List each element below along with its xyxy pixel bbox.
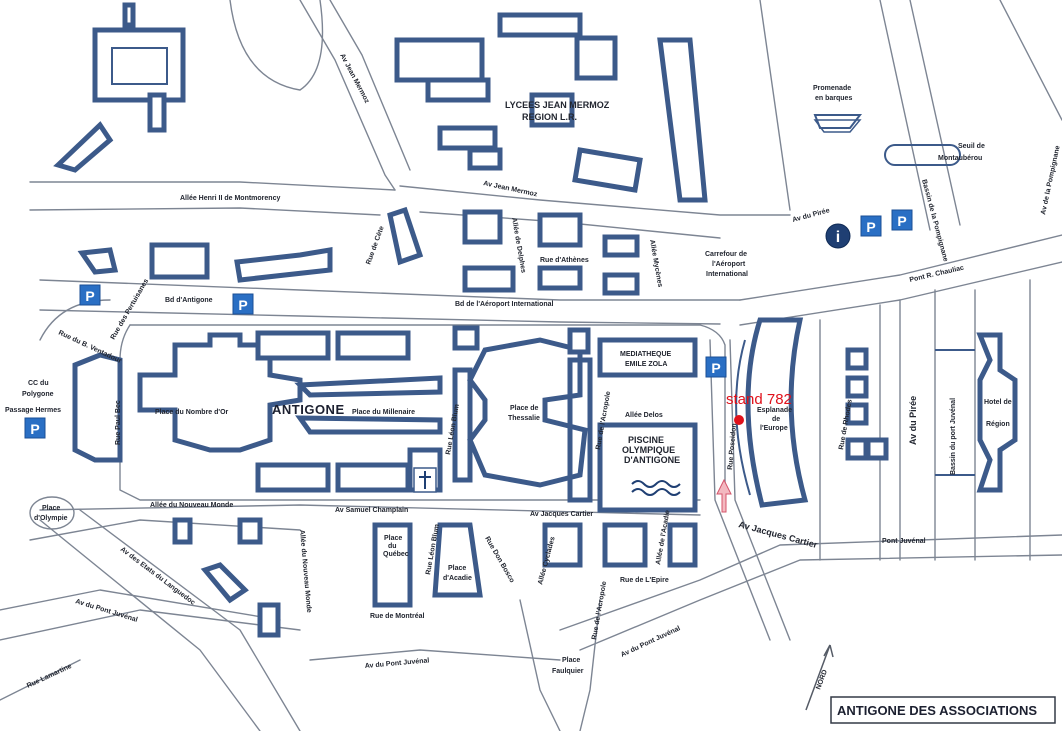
stand-marker[interactable]: stand 782 (726, 391, 792, 425)
label-carrefour-2: l'Aéroport (712, 261, 746, 268)
label-av-jacques-cartier-1: Av Jacques Cartier (530, 511, 593, 518)
label-rue-leon-blum: Rue Léon Blum (445, 404, 461, 456)
label-place-thessalie-2: Thessalie (508, 415, 540, 422)
label-bd-antigone: Bd d'Antigone (165, 297, 213, 304)
label-promenade-2: en barques (815, 95, 852, 102)
label-allee-delos: Allée Delos (625, 412, 663, 419)
label-seuil-2: Montaubérou (938, 155, 982, 162)
parking-label: P (711, 360, 720, 376)
label-cc-polygone-3: Passage Hermes (5, 407, 61, 414)
label-allee-delphes: Allée de Delphes (510, 217, 527, 273)
parking-icon[interactable]: P (705, 356, 727, 378)
label-mediatheque-1: MEDIATHEQUE (620, 351, 672, 358)
label-place-quebec-2: du (388, 543, 397, 550)
label-rue-montreal: Rue de Montréal (370, 613, 425, 620)
north-arrow: NORD (805, 644, 834, 711)
parking-icon[interactable]: P (860, 215, 882, 237)
label-allee-mycenes: Allée Mycènes (648, 239, 663, 288)
label-place-acadie-1: Place (448, 565, 466, 572)
label-av-pont-juvenal-2: Av du Pont Juvénal (365, 657, 430, 670)
parking-icon[interactable]: P (79, 284, 101, 306)
label-piscine-3: D'ANTIGONE (624, 455, 680, 465)
label-place-faulquier-2: Faulquier (552, 668, 584, 675)
label-bd-aeroport: Bd de l'Aéroport International (455, 301, 554, 308)
map-title: ANTIGONE DES ASSOCIATIONS (837, 703, 1037, 718)
parking-label: P (897, 213, 906, 229)
label-av-etats-languedoc: Av des Etats du Languedoc (119, 546, 196, 607)
parking-label: P (30, 421, 39, 437)
label-esplanade-2: de (772, 416, 780, 423)
boat-icon (813, 119, 862, 133)
label-av-pompignane: Av de la Pompignane (1040, 145, 1062, 216)
parking-label: P (85, 288, 94, 304)
label-place-thessalie-1: Place de (510, 405, 539, 412)
label-piscine-1: PISCINE (628, 435, 664, 445)
north-label: NORD (815, 669, 829, 691)
label-rue-lamartine: Rue Lamartine (26, 663, 73, 690)
parking-icon[interactable]: P (24, 417, 46, 439)
map-labels: ANTIGONE LYCEES JEAN MERMOZ REGION L.R. … (5, 53, 1062, 690)
label-rue-athenes: Rue d'Athènes (540, 257, 589, 264)
label-esplanade-1: Esplanade (757, 407, 792, 414)
parking-label: P (238, 297, 247, 313)
label-place-nombre-or: Place du Nombre d'Or (155, 409, 229, 416)
label-rue-don-bosco: Rue Don Bosco (483, 536, 515, 585)
parking-icon[interactable]: P (891, 209, 913, 231)
label-cc-polygone-1: CC du (28, 380, 49, 387)
label-cc-polygone-2: Polygone (22, 391, 54, 398)
water-waves-icon (631, 480, 681, 496)
label-rue-acropole-2: Rue de l'Acropole (591, 581, 608, 641)
label-av-pont-juvenal-1: Av du Pont Juvénal (74, 598, 138, 624)
label-piscine-2: OLYMPIQUE (622, 445, 675, 455)
label-carrefour-1: Carrefour de (705, 251, 747, 258)
label-pont-juvenal: Pont Juvénal (882, 538, 926, 545)
label-allee-henri: Allée Henri II de Montmorency (180, 195, 280, 202)
label-place-millenaire: Place du Millenaire (352, 409, 415, 416)
label-rue-epire: Rue de L'Epire (620, 577, 669, 584)
label-bassin-pompignane: Bassin de la Pompignane (920, 179, 949, 263)
label-place-olympie-2: d'Olympie (34, 515, 68, 522)
label-lycees-1: LYCEES JEAN MERMOZ (505, 100, 610, 110)
svg-text:i: i (836, 229, 840, 246)
label-pont-chauliac: Pont R. Chauliac (909, 265, 965, 284)
label-mediatheque-2: EMILE ZOLA (625, 361, 667, 368)
label-rue-cete: Rue de Cète (365, 225, 385, 266)
label-place-faulquier-1: Place (562, 657, 580, 664)
label-hotel-region-2: Région (986, 421, 1010, 428)
entrance-arrow-icon (716, 478, 732, 513)
label-hotel-region-1: Hotel de (984, 399, 1012, 406)
label-seuil-1: Seuil de (958, 143, 985, 150)
parking-icon[interactable]: P (232, 293, 254, 315)
label-carrefour-3: International (706, 271, 748, 278)
label-allee-nouveau-monde-2: Allée du Nouveau Monde (298, 530, 312, 614)
label-lycees-2: REGION L.R. (522, 112, 577, 122)
label-place-acadie-2: d'Acadie (443, 575, 472, 582)
church-cross-icon (413, 467, 437, 493)
label-allee-nouveau-monde: Allée du Nouveau Monde (150, 502, 233, 509)
map-title-box: ANTIGONE DES ASSOCIATIONS (830, 696, 1056, 724)
label-av-samuel-champlain: Av Samuel Champlain (335, 507, 408, 514)
label-rue-paul-bec: Rue Paul Bec (115, 400, 122, 445)
label-place-quebec-3: Québec (383, 551, 409, 558)
label-rue-pertuisanes: Rue des Pertuisanes (110, 278, 151, 341)
label-av-pire-1: Av du Pirée (792, 207, 831, 224)
label-av-pire-2: Av du Pirée (908, 396, 918, 445)
info-point-icon[interactable]: i (825, 223, 851, 249)
label-bassin-juvenal: Bassin du port Juvénal (950, 398, 957, 475)
parking-label: P (866, 219, 875, 235)
stand-marker-label: stand 782 (726, 391, 792, 408)
district-label-antigone: ANTIGONE (272, 402, 345, 417)
label-esplanade-3: l'Europe (760, 425, 788, 432)
label-rue-poseidon: Rue Poseidon (727, 423, 738, 470)
label-place-olympie-1: Place (42, 505, 60, 512)
label-place-quebec-1: Place (384, 535, 402, 542)
label-promenade-1: Promenade (813, 85, 851, 92)
